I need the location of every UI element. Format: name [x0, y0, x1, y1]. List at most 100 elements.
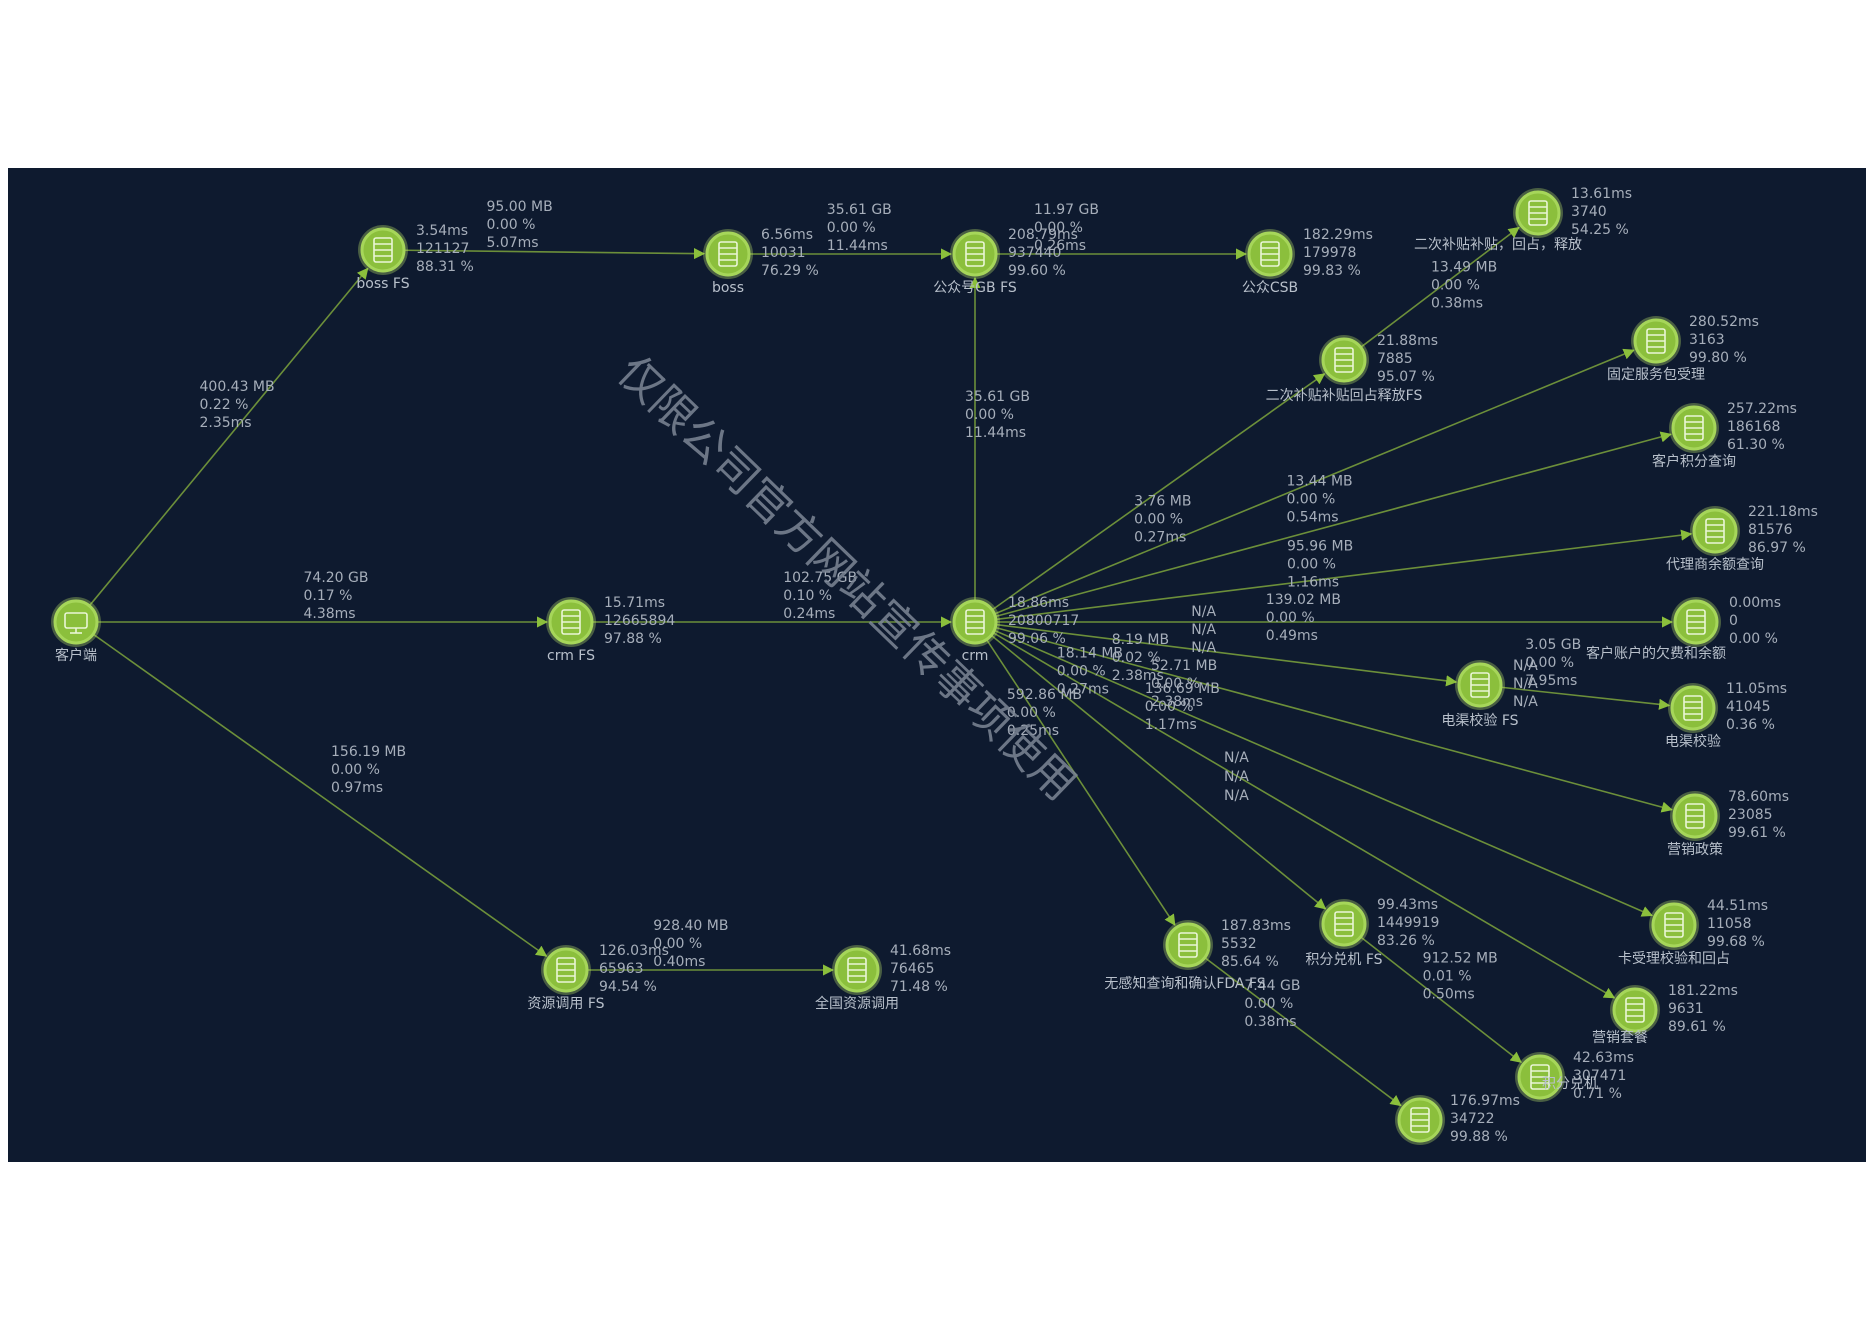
- edge-metric: 0.38ms: [1244, 1014, 1296, 1030]
- node-metric: 99.43ms: [1377, 897, 1438, 913]
- edge-crm-t13[interactable]: [990, 634, 1327, 910]
- edge-t14-t15[interactable]: [1204, 957, 1402, 1107]
- edge-crm-t7[interactable]: [995, 623, 1458, 687]
- node-metric: N/A: [1513, 694, 1538, 710]
- edge-metric: 18.14 MB: [1057, 645, 1123, 661]
- server-icon: [1334, 911, 1354, 937]
- edge-client-resfs[interactable]: [92, 633, 548, 957]
- server-icon: [1178, 932, 1198, 958]
- edge-crm-t14[interactable]: [985, 639, 1176, 926]
- edge-metric: 0.00 %: [1134, 511, 1183, 527]
- node-label: 营销政策: [1667, 841, 1723, 858]
- server-icon: [847, 957, 867, 983]
- edge-crm-t9[interactable]: [995, 626, 1673, 813]
- edge-metric: 0.00 %: [1431, 278, 1480, 294]
- edge-crm-t2[interactable]: [991, 373, 1326, 611]
- node-metric: 89.61 %: [1668, 1019, 1726, 1035]
- node-label: 二次补贴补贴回占释放FS: [1266, 388, 1423, 404]
- node-label: 公众CSB: [1242, 280, 1298, 296]
- edge-crm-t11[interactable]: [992, 631, 1616, 999]
- edge-metric: 0.02 %: [1112, 650, 1161, 666]
- node-metric: 99.88 %: [1450, 1129, 1508, 1145]
- node-metric: 280.52ms: [1689, 314, 1759, 330]
- edge-metric: 0.54ms: [1286, 510, 1338, 526]
- node-label: 积分兑机 FS: [1305, 952, 1382, 968]
- server-icon: [1260, 241, 1280, 267]
- edge-metric: 7.95ms: [1525, 673, 1577, 689]
- node-metric: 13.61ms: [1571, 186, 1632, 202]
- edge-crm-t4[interactable]: [995, 431, 1672, 618]
- edge-metric: 0.24ms: [783, 606, 835, 622]
- edge-metric: 0.00 %: [1525, 655, 1574, 671]
- edge-t2-t1[interactable]: [1360, 226, 1520, 348]
- server-icon: [373, 237, 393, 263]
- server-icon: [556, 957, 576, 983]
- node-metric: 76465: [890, 961, 935, 977]
- node-label: boss FS: [356, 276, 409, 292]
- extra-metric: N/A: [1224, 769, 1249, 785]
- edge-metric: 3.76 MB: [1134, 493, 1191, 509]
- edge-metric: 4.38ms: [304, 606, 356, 622]
- edge-crm-t10[interactable]: [993, 629, 1654, 917]
- edge-t7-t8[interactable]: [1500, 686, 1671, 710]
- edge-crm-t3[interactable]: [994, 348, 1635, 615]
- node-metric: 221.18ms: [1748, 504, 1818, 520]
- edge-metric: 912.52 MB: [1423, 951, 1498, 967]
- node-label: 无感知查询和确认FDA FS: [1104, 975, 1265, 992]
- server-icon: [1685, 803, 1705, 829]
- edge-metric: N/A: [1191, 622, 1216, 638]
- node-client[interactable]: 客户端: [51, 597, 101, 664]
- edge-bossfs-boss[interactable]: [403, 248, 706, 260]
- node-metric: 0: [1729, 613, 1738, 629]
- edge-metric: 95.00 MB: [487, 199, 553, 215]
- node-metric: 3740: [1571, 204, 1607, 220]
- edge-metric: 11.44ms: [827, 238, 888, 254]
- edge-metric: 0.00 %: [1151, 676, 1200, 692]
- node-metric: 121127: [416, 241, 469, 257]
- node-metric: 3163: [1689, 332, 1725, 348]
- edge-metric: 0.25ms: [1007, 723, 1059, 739]
- node-metric: 0.36 %: [1726, 717, 1775, 733]
- node-metric: 307471: [1573, 1068, 1626, 1084]
- node-metric: 97.88 %: [604, 631, 662, 647]
- edge-crm-t5[interactable]: [995, 529, 1693, 621]
- edge-metric: 0.10 %: [783, 588, 832, 604]
- server-icon: [1664, 912, 1684, 938]
- edge-metric: 13.44 MB: [1286, 474, 1352, 490]
- node-metric: 208.79ms: [1008, 227, 1078, 243]
- edge-metric: 0.00 %: [1034, 220, 1083, 236]
- edge-metric: 136.69 MB: [1145, 681, 1220, 697]
- node-metric: 257.22ms: [1727, 401, 1797, 417]
- node-metric: 1449919: [1377, 915, 1439, 931]
- edge-client-bossfs[interactable]: [88, 267, 369, 607]
- node-metric: 9631: [1668, 1001, 1704, 1017]
- edge-t13-t12[interactable]: [1360, 936, 1522, 1063]
- server-icon: [718, 241, 738, 267]
- edge-metric: 0.00 %: [1057, 663, 1106, 679]
- node-label: 客户积分查询: [1652, 453, 1736, 470]
